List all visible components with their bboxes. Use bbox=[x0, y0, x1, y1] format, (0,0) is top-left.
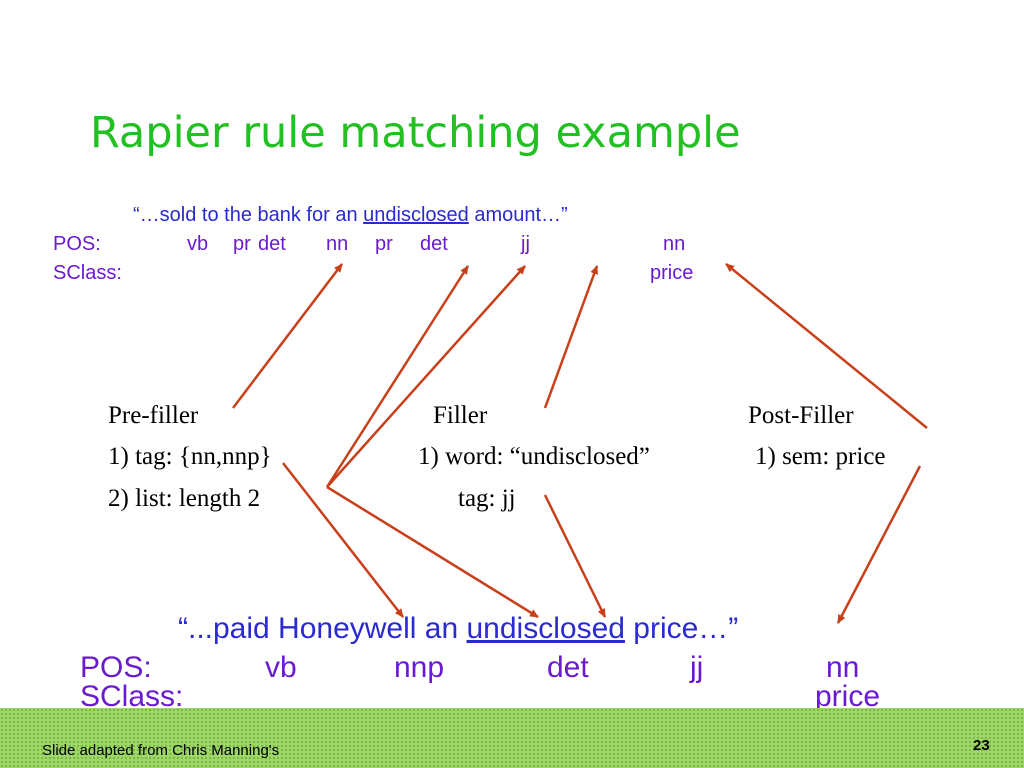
bottom-quote-close: price…” bbox=[624, 612, 739, 645]
top-quote-open: “…sold to the bank for an bbox=[133, 204, 364, 226]
top-quote: “…sold to the bank for an undisclosed am… bbox=[133, 204, 568, 227]
post-filler-header: Post-Filler bbox=[748, 402, 854, 429]
bottom-quote-open: “...paid Honeywell an bbox=[178, 612, 467, 645]
arrow-pre2-to-det bbox=[326, 265, 526, 488]
footer-bar: Slide adapted from Chris Manning's 23 bbox=[0, 708, 1024, 768]
arrow-pre2-to-pr bbox=[325, 265, 470, 488]
arrow-post-to-price bbox=[725, 263, 928, 429]
page-number: 23 bbox=[973, 737, 990, 754]
bottom-pos-tag: nnp bbox=[394, 651, 445, 684]
top-quote-close: amount…” bbox=[468, 204, 568, 226]
top-pos-tag: nn bbox=[326, 233, 349, 255]
bottom-pos-tag: vb bbox=[265, 651, 297, 684]
top-pos-tag: det bbox=[258, 233, 286, 255]
top-sclass-value: price bbox=[650, 262, 694, 284]
bottom-pos-label: POS: bbox=[80, 651, 152, 684]
arrow-pre1-to-honeywell bbox=[282, 462, 404, 618]
arrow-post-to-price-bottom bbox=[836, 465, 922, 624]
top-sclass-label: SClass: bbox=[53, 262, 122, 284]
top-pos-tag: pr bbox=[375, 233, 393, 255]
slide-title: Rapier rule matching example bbox=[90, 108, 741, 158]
top-pos-tag: nn bbox=[663, 233, 686, 255]
top-pos-tag: vb bbox=[187, 233, 209, 255]
arrow-filler-to-jj bbox=[543, 265, 599, 409]
post-filler-constraint-1: 1) sem: price bbox=[755, 443, 886, 470]
arrow-pre2-to-an bbox=[326, 485, 539, 619]
top-pos-label: POS: bbox=[53, 233, 101, 255]
bottom-pos-tag: nn bbox=[826, 651, 860, 684]
bottom-sclass-value: price bbox=[815, 680, 881, 713]
footer-credit: Slide adapted from Chris Manning's bbox=[42, 742, 280, 759]
bottom-pos-tag: det bbox=[547, 651, 589, 684]
top-pos-tag: jj bbox=[521, 233, 530, 255]
filler-constraint-2: tag: jj bbox=[458, 485, 516, 512]
bottom-sclass-label: SClass: bbox=[80, 680, 184, 713]
pre-filler-constraint-2: 2) list: length 2 bbox=[108, 485, 261, 512]
bottom-quote: “...paid Honeywell an undisclosed price…… bbox=[178, 612, 738, 646]
arrow-filler-to-undisclosed bbox=[543, 494, 607, 618]
pre-filler-header: Pre-filler bbox=[108, 402, 199, 429]
arrow-pre1-to-nn bbox=[232, 263, 343, 409]
filler-header: Filler bbox=[433, 402, 488, 429]
top-pos-tag: det bbox=[420, 233, 448, 255]
pre-filler-constraint-1: 1) tag: {nn,nnp} bbox=[108, 443, 272, 470]
top-quote-word: undisclosed bbox=[363, 204, 469, 226]
top-pos-tag: pr bbox=[233, 233, 251, 255]
bottom-pos-tag: jj bbox=[690, 651, 704, 684]
filler-constraint-1: 1) word: “undisclosed” bbox=[418, 443, 650, 470]
